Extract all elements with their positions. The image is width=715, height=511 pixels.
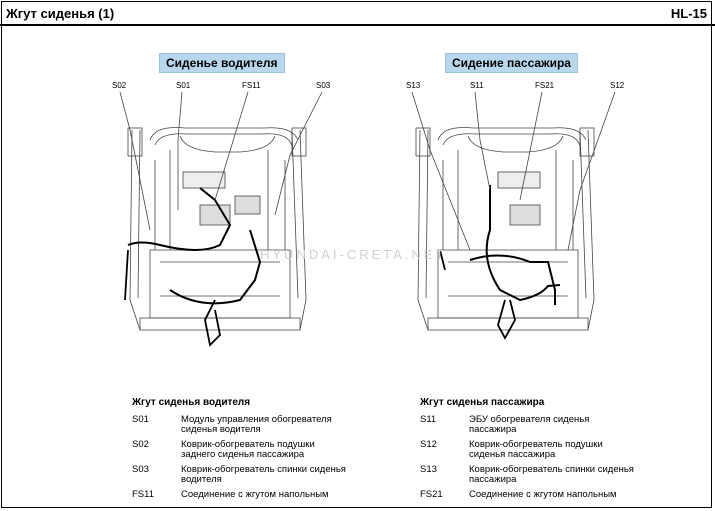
legend-code: FS21	[420, 488, 443, 500]
page-number: HL-15	[670, 6, 707, 21]
callout-s02: S02	[112, 81, 127, 90]
callout-s11: S11	[470, 81, 484, 90]
watermark-text: HYUNDAI-CRETA.NET	[260, 247, 447, 262]
legend-code: S13	[420, 463, 437, 475]
legend-code: S03	[132, 463, 149, 475]
legend-row: S12 Коврик-обогреватель подушки сиденья …	[420, 438, 639, 461]
callout-fs21: FS21	[535, 81, 555, 90]
page-header: Жгут сиденья (1) HL-15	[0, 0, 715, 26]
legend-desc: Коврик-обогреватель подушки заднего сиде…	[181, 438, 315, 460]
driver-legend-title: Жгут сиденья водителя	[132, 397, 251, 408]
legend-desc: Коврик-обогреватель подушки сиденья пасс…	[469, 438, 603, 460]
callout-s12: S12	[610, 81, 625, 90]
legend-code: S12	[420, 438, 437, 450]
passenger-seat-drawing	[411, 91, 616, 340]
legend-desc: Коврик-обогреватель спинки сиденья пасса…	[469, 463, 634, 485]
page-title: Жгут сиденья (1)	[6, 6, 115, 21]
legend-desc: Модуль управления обогревателя сиденья в…	[181, 413, 332, 435]
driver-seat-drawing	[119, 91, 323, 347]
legend-desc: Соединение с жгутом напольным	[181, 488, 329, 500]
legend-row: S13 Коврик-обогреватель спинки сиденья п…	[420, 463, 639, 486]
legend-row: FS11 Соединение с жгутом напольным	[132, 488, 351, 501]
passenger-legend: Жгут сиденья пассажира S11 ЭБУ обогреват…	[420, 397, 639, 504]
legend-desc: Соединение с жгутом напольным	[469, 488, 617, 500]
legend-code: FS11	[132, 488, 155, 500]
passenger-legend-title: Жгут сиденья пассажира	[420, 397, 545, 408]
callout-s01: S01	[176, 81, 191, 90]
callout-s03: S03	[316, 81, 331, 90]
legend-desc: Коврик-обогреватель спинки сиденья водит…	[181, 463, 346, 485]
legend-code: S02	[132, 438, 149, 450]
driver-legend: Жгут сиденья водителя S01 Модуль управле…	[132, 397, 351, 504]
legend-desc: ЭБУ обогревателя сиденья пассажира	[469, 413, 590, 435]
callout-s13: S13	[406, 81, 421, 90]
driver-seat-label: Сиденье водителя	[159, 53, 285, 73]
legend-row: FS21 Соединение с жгутом напольным	[420, 488, 639, 501]
legend-code: S11	[420, 413, 437, 425]
legend-code: S01	[132, 413, 149, 425]
legend-row: S01 Модуль управления обогревателя сиден…	[132, 413, 351, 436]
legend-row: S03 Коврик-обогреватель спинки сиденья в…	[132, 463, 351, 486]
passenger-seat-label: Сидение пассажира	[445, 53, 578, 73]
legend-row: S02 Коврик-обогреватель подушки заднего …	[132, 438, 351, 461]
legend-row: S11 ЭБУ обогревателя сиденья пассажира	[420, 413, 639, 436]
callout-fs11: FS11	[242, 81, 261, 90]
